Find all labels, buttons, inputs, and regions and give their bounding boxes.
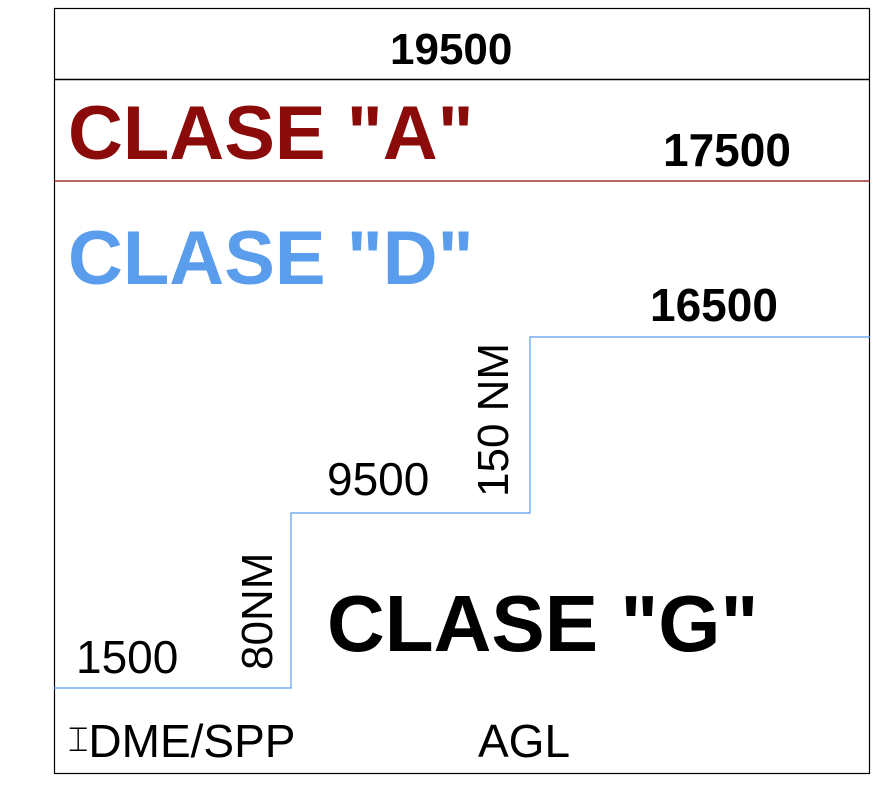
class-a-label: CLASE "A": [68, 91, 474, 176]
step-middle-altitude: 9500: [327, 453, 430, 505]
diagram-frame: [53, 7, 871, 775]
step-outer-altitude: 16500: [650, 279, 778, 331]
class-d-label: CLASE "D": [68, 216, 474, 301]
navaid-name: DME/SPP: [88, 715, 296, 767]
dme-symbol-icon: ⌶: [68, 721, 89, 759]
class-g-label: CLASE "G": [327, 579, 759, 668]
step-inner-altitude: 1500: [76, 631, 179, 683]
ceiling-altitude-label: 19500: [390, 25, 513, 74]
navaid-reference: ⌶DME/SPP: [68, 718, 295, 764]
class-a-floor-altitude: 17500: [663, 124, 791, 176]
class-d-floor-step-line: [54, 336, 870, 689]
altitude-reference-label: AGL: [478, 715, 571, 767]
step-outer-distance: 150 NM: [469, 342, 518, 497]
step-inner-distance: 80NM: [233, 552, 282, 670]
